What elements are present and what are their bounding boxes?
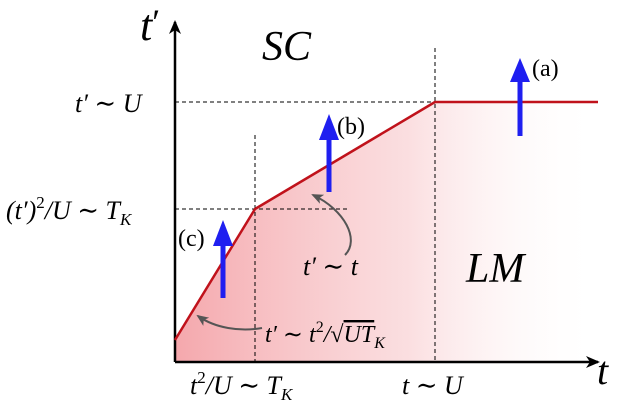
blue-arrows <box>213 58 530 298</box>
region-lm-label: LM <box>465 246 526 292</box>
x-tick-left: t2/U ∼ TK <box>190 368 294 404</box>
marker-a-label: (a) <box>532 56 559 82</box>
arrow-a <box>510 58 530 136</box>
region-sc-label: SC <box>262 24 312 70</box>
y-tick-upper: t′ ∼ U <box>75 89 144 118</box>
y-axis-label: t′ <box>140 1 160 50</box>
arrow-b <box>319 114 339 192</box>
arrow-c <box>213 220 233 298</box>
annotation-arrow-linear <box>311 194 352 256</box>
lm-shaded-region <box>175 102 600 362</box>
crossover-curve <box>173 100 598 341</box>
annotation-arrow-quadratic <box>196 314 263 331</box>
x-axis-label: t <box>597 348 609 393</box>
y-tick-lower: (t′)2/U ∼ TK <box>6 193 133 229</box>
annotation-linear: t′ ∼ t <box>303 252 359 281</box>
marker-b-label: (b) <box>337 114 365 140</box>
x-tick-right: t ∼ U <box>402 371 465 400</box>
marker-c-label: (c) <box>178 226 205 252</box>
dashed-guides <box>175 48 436 362</box>
annotation-quadratic: t′ ∼ t2/√UTK <box>265 319 386 352</box>
